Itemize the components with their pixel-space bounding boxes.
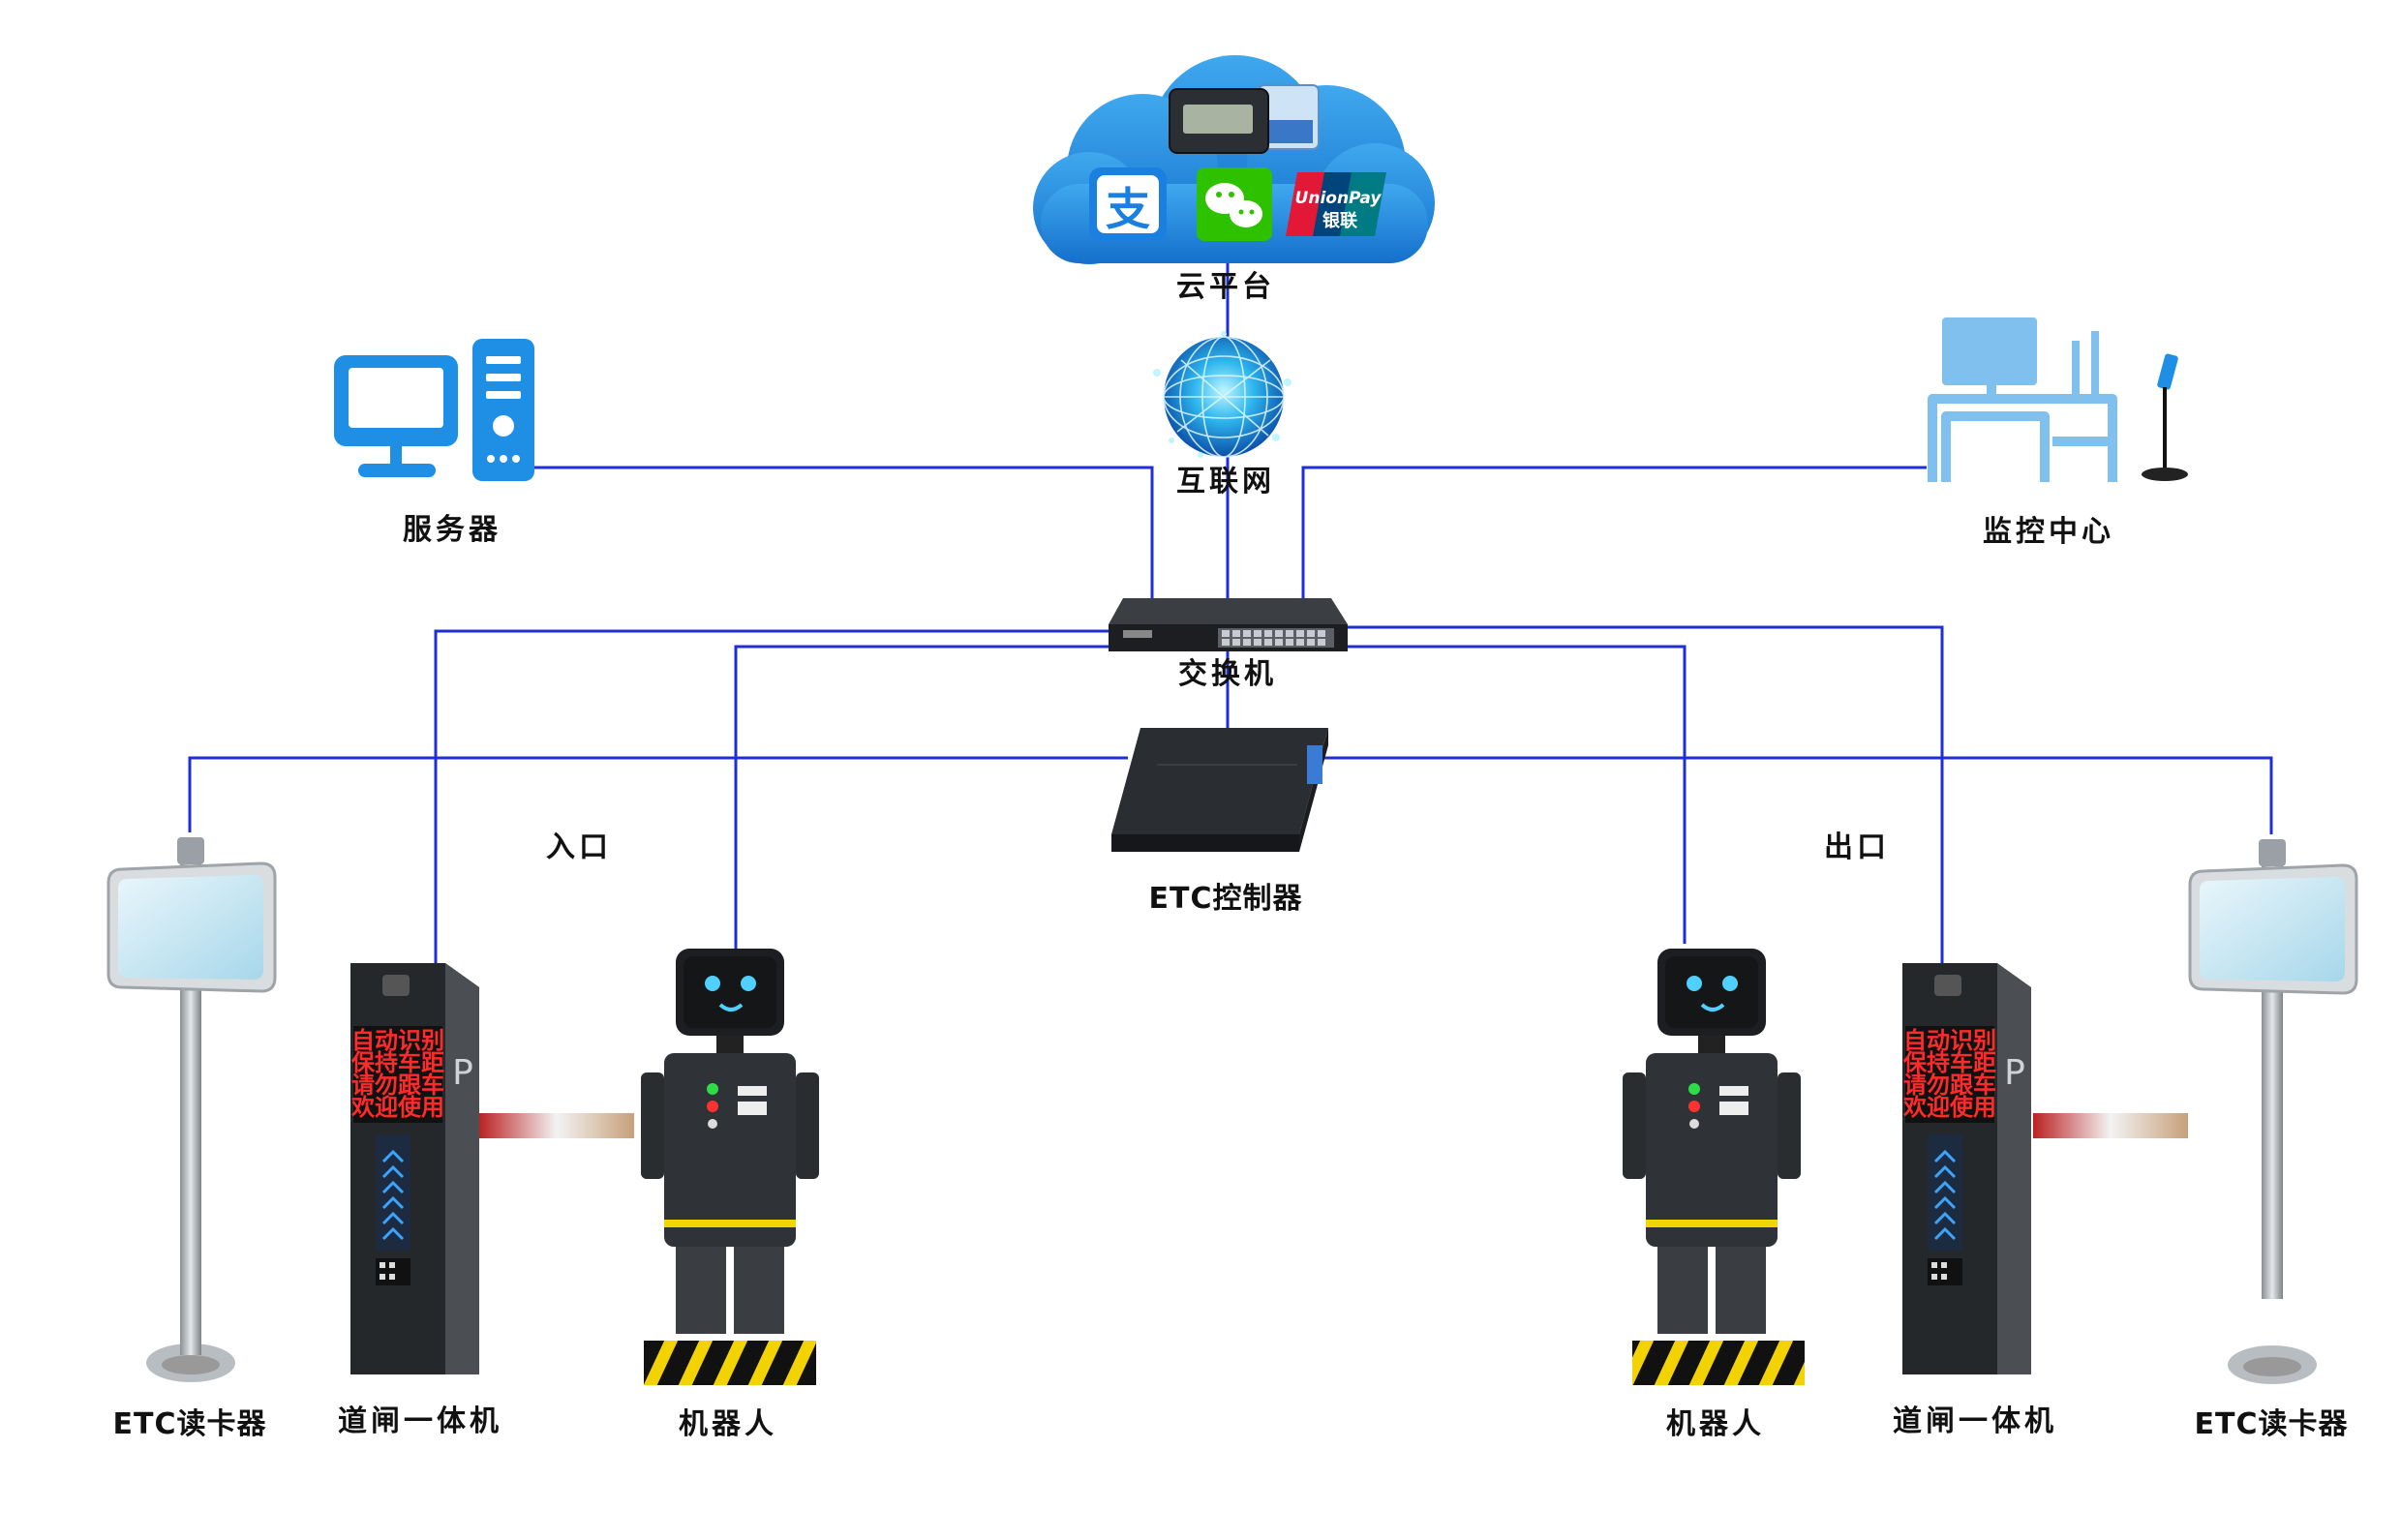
monitor-center-icon xyxy=(1928,317,2188,482)
svg-text:支: 支 xyxy=(1106,183,1150,235)
right-robot-label: 机器人 xyxy=(1666,1407,1765,1441)
svg-text:P: P xyxy=(452,1053,473,1093)
server-link xyxy=(532,466,1154,598)
alipay-icon: 支 xyxy=(1089,167,1167,241)
right-gate-display-line-2: 保持车距 xyxy=(1902,1049,1996,1076)
server-label: 服务器 xyxy=(403,513,501,547)
network-switch-icon xyxy=(1109,598,1348,651)
right-robot-icon xyxy=(1623,949,1805,1385)
right-gate-display-line-4: 欢迎使用 xyxy=(1902,1094,1996,1121)
left-robot-label: 机器人 xyxy=(679,1407,777,1441)
unionpay-cn-text: 银联 xyxy=(1322,210,1357,231)
right-gate-display-line-3: 请勿跟车 xyxy=(1903,1072,1996,1099)
gate-display-line-4: 欢迎使用 xyxy=(350,1094,444,1121)
unionpay-icon: UnionPay 银联 xyxy=(1286,172,1386,236)
left-etc-reader-icon xyxy=(106,837,277,1382)
left-gate-machine-icon: 自动识别 保持车距 请勿跟车 欢迎使用 P xyxy=(350,963,634,1374)
gate-display-line-2: 保持车距 xyxy=(350,1049,444,1076)
left-gate-link xyxy=(434,629,1109,963)
etc-card-icon xyxy=(1169,84,1320,154)
left-robot-link xyxy=(734,645,1109,949)
left-reader-link xyxy=(188,756,1128,832)
connection-lines xyxy=(188,237,2273,963)
switch-label: 交换机 xyxy=(1178,657,1277,691)
left-reader-label: ETC读卡器 xyxy=(113,1407,267,1441)
etc-controller-icon xyxy=(1111,728,1328,852)
internet-label: 互联网 xyxy=(1176,465,1275,498)
svg-text:P: P xyxy=(2004,1053,2025,1093)
right-reader-link xyxy=(1317,756,2273,834)
gate-display-line-3: 请勿跟车 xyxy=(351,1072,444,1099)
right-reader-label: ETC读卡器 xyxy=(2195,1407,2349,1441)
monitor-label: 监控中心 xyxy=(1983,515,2114,549)
cloud-platform: 支 UnionPay 银联 云平台 xyxy=(1033,55,1435,304)
right-gate-display-line-1: 自动识别 xyxy=(1903,1027,1996,1054)
right-robot-link xyxy=(1346,645,1687,944)
right-gate-label: 道闸一体机 xyxy=(1893,1404,2057,1438)
internet-globe-icon xyxy=(1153,331,1292,458)
right-gate-link xyxy=(1346,625,1944,963)
monitor-link xyxy=(1301,466,1927,598)
left-gate-label: 道闸一体机 xyxy=(338,1404,502,1438)
gate-display-line-1: 自动识别 xyxy=(351,1027,444,1054)
controller-label: ETC控制器 xyxy=(1149,882,1303,916)
server-icon xyxy=(334,339,534,481)
unionpay-text: UnionPay xyxy=(1295,189,1383,208)
left-robot-icon xyxy=(641,949,819,1385)
cloud-label: 云平台 xyxy=(1176,270,1275,304)
exit-label: 出口 xyxy=(1824,830,1890,864)
entry-label: 入口 xyxy=(546,830,612,864)
right-etc-reader-icon xyxy=(2188,839,2358,1384)
right-gate-machine-icon: 自动识别 保持车距 请勿跟车 欢迎使用 P xyxy=(1902,963,2188,1374)
wechat-icon xyxy=(1197,167,1272,241)
